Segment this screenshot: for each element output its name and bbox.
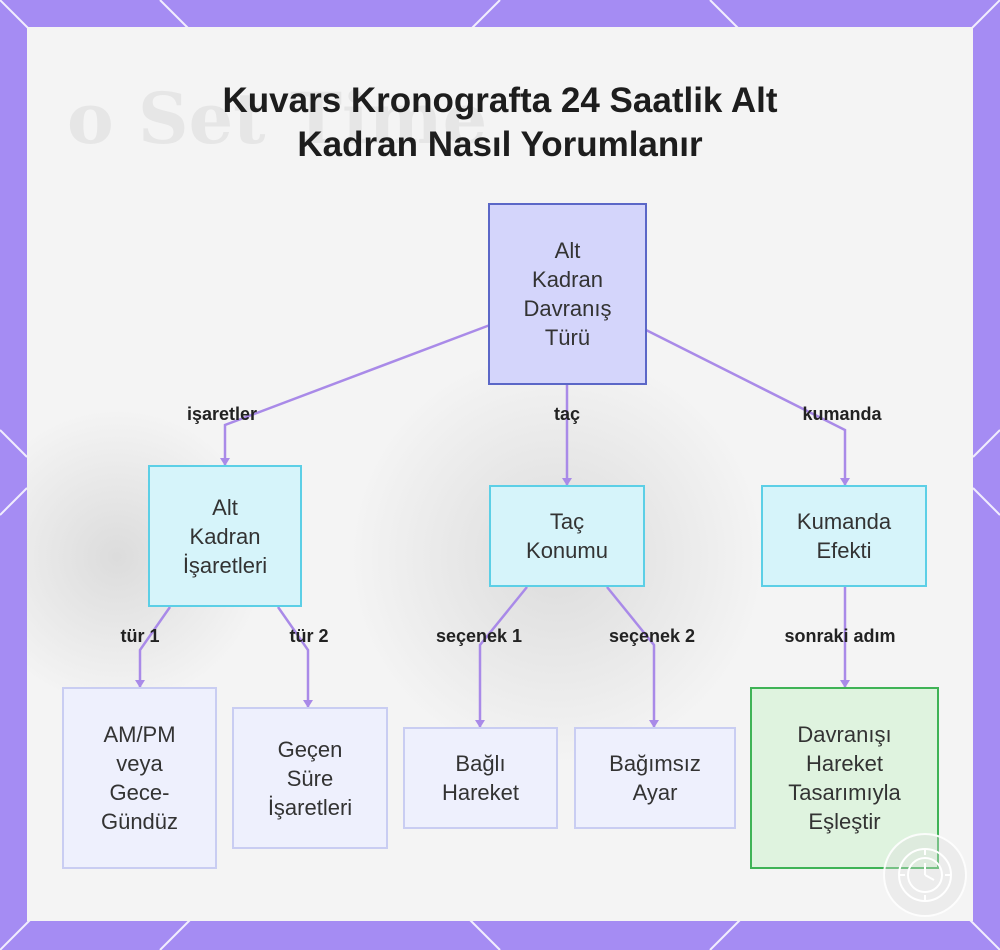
edge-label-tur1: tür 1	[120, 626, 160, 646]
node-ampm-line-3: Gece-	[109, 780, 170, 805]
background-ghost-text: o Set Time	[67, 77, 488, 160]
node-independent-setting: Bağımsız Ayar	[574, 727, 736, 829]
node-independent-line-1: Bağımsız	[609, 751, 701, 776]
node-root-line-2: Kadran	[532, 267, 603, 292]
node-match-line-4: Eşleştir	[808, 809, 881, 834]
node-ampm-line-2: veya	[116, 751, 163, 776]
node-markings-line-1: Alt	[212, 494, 238, 520]
node-command-line-1: Kumanda	[796, 509, 892, 534]
title-line-1: Kuvars Kronografta 24 Saatlik Alt	[222, 81, 778, 120]
arrowhead-linked	[475, 720, 485, 728]
node-command-effect: Kumanda Efekti	[761, 485, 927, 587]
arrowhead-elapsed	[303, 700, 313, 708]
edge-crown-independent	[606, 586, 656, 727]
node-crown-line-1: Taç	[549, 509, 585, 534]
edge-label-isaretler: işaretler	[186, 404, 258, 424]
edge-label-secenek2: seçenek 2	[608, 626, 696, 646]
arrowhead-independent	[649, 720, 659, 728]
arrowhead-command	[840, 478, 850, 486]
node-linked-line-1: Bağlı	[455, 751, 506, 776]
node-linked-line-2: Hareket	[441, 780, 520, 805]
arrowhead-ampm	[135, 680, 145, 688]
node-subdial-behavior-type: Alt Kadran Davranış Türü	[488, 203, 647, 385]
node-elapsed-line-1: Geçen	[277, 736, 343, 762]
node-root-line-4: Türü	[544, 325, 591, 350]
node-markings-line-3: İşaretleri	[182, 552, 268, 578]
node-root-line-1: Alt	[554, 238, 581, 263]
node-elapsed-line-3: İşaretleri	[267, 794, 353, 820]
edge-label-tac: taç	[553, 404, 581, 424]
arrowhead-match	[840, 680, 850, 688]
node-independent-line-2: Ayar	[632, 780, 678, 805]
node-match-line-1: Davranışı	[797, 722, 892, 747]
node-root-line-3: Davranış	[523, 296, 612, 321]
edge-label-sonraki: sonraki adım	[784, 626, 896, 646]
node-ampm-or-day-night: AM/PM veya Gece- Gündüz	[62, 687, 217, 869]
edge-crown-linked	[478, 586, 528, 727]
arrowhead-markings	[220, 458, 230, 466]
node-linked-movement: Bağlı Hareket	[403, 727, 558, 829]
edge-label-tur2: tür 2	[289, 626, 329, 646]
edge-label-secenek1: seçenek 1	[435, 626, 523, 646]
edge-markings-elapsed	[276, 606, 310, 707]
node-command-line-2: Efekti	[816, 538, 872, 563]
node-subdial-markings: Alt Kadran İşaretleri	[148, 465, 302, 607]
node-elapsed-line-2: Süre	[286, 765, 334, 791]
arrowhead-crown	[562, 478, 572, 486]
edge-markings-ampm	[138, 606, 172, 687]
node-elapsed-time-markings: Geçen Süre İşaretleri	[232, 707, 388, 849]
node-markings-line-2: Kadran	[189, 523, 261, 549]
diagram-title: Kuvars Kronografta 24 Saatlik Alt Kadran…	[27, 79, 973, 167]
edge-label-kumanda: kumanda	[802, 404, 882, 424]
node-crown-line-2: Konumu	[526, 538, 608, 563]
title-line-2: Kadran Nasıl Yorumlanır	[297, 125, 703, 164]
watch-logo-icon	[883, 833, 967, 917]
node-crown-position: Taç Konumu	[489, 485, 645, 587]
node-ampm-line-1: AM/PM	[103, 722, 176, 747]
edge-root-markings	[223, 323, 491, 465]
node-ampm-line-4: Gündüz	[100, 809, 179, 834]
node-match-line-2: Hareket	[805, 751, 884, 776]
edge-root-command	[645, 328, 847, 485]
node-match-line-3: Tasarımıyla	[788, 780, 901, 805]
